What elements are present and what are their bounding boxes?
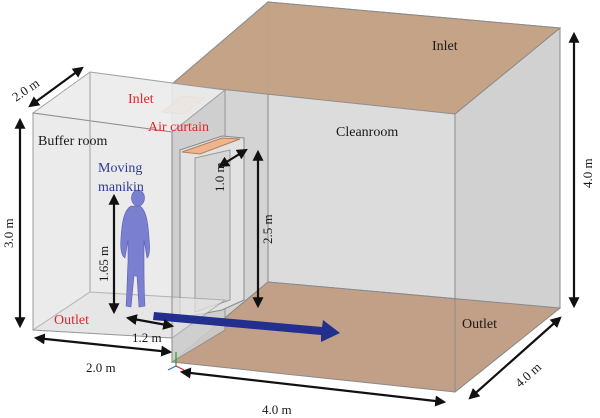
movement-arrow xyxy=(153,312,340,342)
label-inlet-small: Inlet xyxy=(128,92,154,107)
label-moving: Moving xyxy=(98,161,142,176)
label-outlet-right: Outlet xyxy=(462,317,497,332)
air-curtain-strip xyxy=(181,137,241,155)
label-cleanroom: Cleanroom xyxy=(336,125,398,140)
cleanroom-ceiling-inlet xyxy=(170,1,562,115)
dim-label-buffer-height: 3.0 m xyxy=(1,218,16,248)
label-outlet-left: Outlet xyxy=(54,313,89,328)
axis-triad-icon xyxy=(167,352,185,371)
dim-label-cleanroom-width: 4.0 m xyxy=(262,402,292,417)
dim-label-manikin-height: 1.65 m xyxy=(96,246,111,282)
dim-label-manikin-offset: 1.2 m xyxy=(132,330,162,345)
label-manikin: manikin xyxy=(98,180,144,195)
dim-cleanroom-depth xyxy=(468,316,562,400)
label-buffer-room: Buffer room xyxy=(38,134,107,149)
label-air-curtain: Air curtain xyxy=(148,120,209,135)
dim-door-width xyxy=(218,148,248,168)
manikin-figure xyxy=(120,189,150,308)
dim-label-cleanroom-depth: 4.0 m xyxy=(512,359,544,390)
dim-label-buffer-width: 2.0 m xyxy=(86,360,116,375)
dim-buffer-depth xyxy=(28,66,84,108)
dim-label-door-height: 2.5 m xyxy=(260,214,275,244)
dim-buffer-width xyxy=(33,333,173,357)
label-inlet-top: Inlet xyxy=(432,39,458,54)
dim-label-cleanroom-height: 4.0 m xyxy=(580,158,595,188)
dim-label-door-width: 1.0 m xyxy=(212,162,227,192)
dim-manikin-offset xyxy=(125,314,175,330)
dim-cleanroom-width xyxy=(179,367,447,407)
